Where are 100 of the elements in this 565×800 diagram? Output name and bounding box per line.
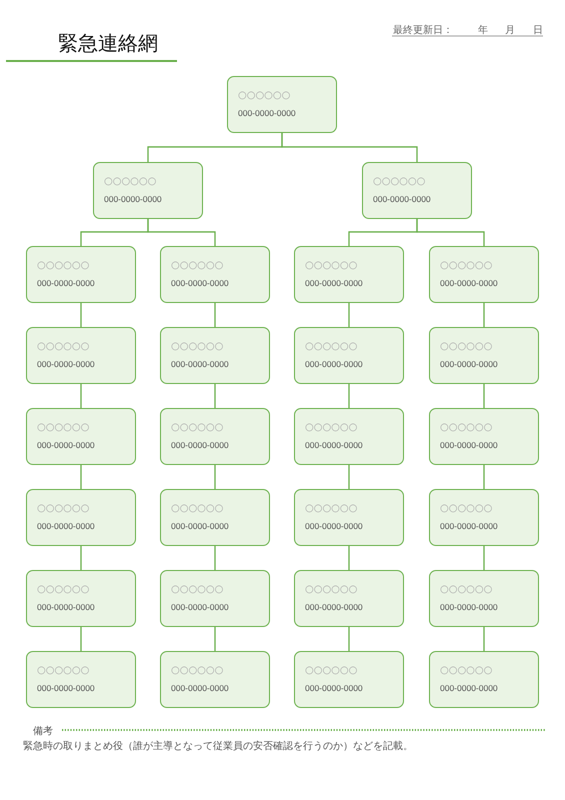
connector-line bbox=[348, 465, 350, 489]
contact-card bbox=[429, 489, 539, 546]
name-field: ○○○○○○ bbox=[171, 422, 224, 433]
connector-line bbox=[483, 384, 485, 408]
name-field: ○○○○○○ bbox=[440, 341, 492, 352]
contact-card bbox=[160, 651, 270, 708]
contact-card bbox=[227, 76, 337, 133]
connector-line bbox=[80, 384, 82, 408]
remarks-label: 備考 bbox=[33, 724, 53, 738]
phone-number: 000-0000-0000 bbox=[305, 683, 363, 693]
contact-card bbox=[160, 408, 270, 465]
phone-number: 000-0000-0000 bbox=[440, 278, 498, 288]
name-field: ○○○○○○ bbox=[37, 503, 90, 514]
name-field: ○○○○○○ bbox=[37, 422, 90, 433]
connector-line bbox=[80, 546, 82, 570]
name-field: ○○○○○○ bbox=[37, 260, 90, 271]
name-field: ○○○○○○ bbox=[440, 260, 492, 271]
name-field: ○○○○○○ bbox=[305, 584, 358, 595]
connector-line bbox=[214, 465, 216, 489]
date-unit: 月 bbox=[505, 24, 515, 37]
contact-card bbox=[294, 489, 404, 546]
phone-number: 000-0000-0000 bbox=[305, 440, 363, 450]
connector-line bbox=[80, 627, 82, 651]
contact-card bbox=[294, 327, 404, 384]
name-field: ○○○○○○ bbox=[305, 260, 358, 271]
phone-number: 000-0000-0000 bbox=[171, 278, 229, 288]
name-field: ○○○○○○ bbox=[37, 584, 90, 595]
phone-number: 000-0000-0000 bbox=[440, 602, 498, 612]
contact-card bbox=[160, 327, 270, 384]
contact-card bbox=[294, 246, 404, 303]
name-field: ○○○○○○ bbox=[37, 665, 90, 676]
contact-card bbox=[294, 651, 404, 708]
name-field: ○○○○○○ bbox=[305, 341, 358, 352]
contact-card bbox=[294, 570, 404, 627]
connector-line bbox=[80, 465, 82, 489]
phone-number: 000-0000-0000 bbox=[171, 602, 229, 612]
phone-number: 000-0000-0000 bbox=[440, 359, 498, 369]
phone-number: 000-0000-0000 bbox=[440, 683, 498, 693]
name-field: ○○○○○○ bbox=[37, 341, 90, 352]
contact-card bbox=[429, 327, 539, 384]
name-field: ○○○○○○ bbox=[440, 665, 492, 676]
last-updated-label: 最終更新日： bbox=[393, 24, 453, 37]
connector-line bbox=[348, 384, 350, 408]
phone-number: 000-0000-0000 bbox=[171, 683, 229, 693]
name-field: ○○○○○○ bbox=[171, 260, 224, 271]
contact-card bbox=[26, 570, 136, 627]
phone-number: 000-0000-0000 bbox=[305, 359, 363, 369]
name-field: ○○○○○○ bbox=[440, 503, 492, 514]
name-field: ○○○○○○ bbox=[440, 422, 492, 433]
contact-card bbox=[429, 570, 539, 627]
name-field: ○○○○○○ bbox=[305, 665, 358, 676]
name-field: ○○○○○○ bbox=[305, 422, 358, 433]
connector-line bbox=[483, 546, 485, 570]
connector-line bbox=[281, 133, 418, 162]
phone-number: 000-0000-0000 bbox=[171, 521, 229, 531]
contact-card bbox=[26, 489, 136, 546]
name-field: ○○○○○○ bbox=[305, 503, 358, 514]
contact-card bbox=[160, 570, 270, 627]
connector-line bbox=[214, 546, 216, 570]
contact-card bbox=[429, 408, 539, 465]
phone-number: 000-0000-0000 bbox=[37, 359, 95, 369]
name-field: ○○○○○○ bbox=[171, 341, 224, 352]
phone-number: 000-0000-0000 bbox=[37, 602, 95, 612]
name-field: ○○○○○○ bbox=[171, 665, 224, 676]
phone-number: 000-0000-0000 bbox=[440, 521, 498, 531]
contact-card bbox=[429, 651, 539, 708]
connector-line bbox=[214, 384, 216, 408]
date-unit: 年 bbox=[478, 24, 488, 37]
contact-card bbox=[26, 408, 136, 465]
phone-number: 000-0000-0000 bbox=[171, 440, 229, 450]
phone-number: 000-0000-0000 bbox=[305, 521, 363, 531]
phone-number: 000-0000-0000 bbox=[373, 194, 431, 204]
connector-line bbox=[214, 303, 216, 327]
note-text: 緊急時の取りまとめ役（誰が主導となって従業員の安否確認を行うのか）などを記載。 bbox=[23, 740, 413, 753]
phone-number: 000-0000-0000 bbox=[305, 278, 363, 288]
name-field: ○○○○○○ bbox=[171, 584, 224, 595]
name-field: ○○○○○○ bbox=[238, 90, 290, 101]
contact-card bbox=[93, 162, 203, 219]
connector-line bbox=[147, 219, 216, 246]
phone-number: 000-0000-0000 bbox=[37, 440, 95, 450]
contact-card bbox=[26, 327, 136, 384]
connector-line bbox=[416, 219, 485, 246]
connector-line bbox=[483, 627, 485, 651]
contact-card bbox=[362, 162, 472, 219]
connector-line bbox=[483, 303, 485, 327]
connector-line bbox=[348, 303, 350, 327]
phone-number: 000-0000-0000 bbox=[440, 440, 498, 450]
name-field: ○○○○○○ bbox=[440, 584, 492, 595]
title: 緊急連絡網 bbox=[58, 30, 158, 57]
name-field: ○○○○○○ bbox=[104, 176, 156, 187]
contact-card bbox=[160, 246, 270, 303]
phone-number: 000-0000-0000 bbox=[37, 683, 95, 693]
phone-number: 000-0000-0000 bbox=[104, 194, 162, 204]
name-field: ○○○○○○ bbox=[373, 176, 426, 187]
phone-number: 000-0000-0000 bbox=[238, 108, 296, 118]
contact-card bbox=[429, 246, 539, 303]
phone-number: 000-0000-0000 bbox=[305, 602, 363, 612]
contact-card bbox=[26, 246, 136, 303]
date-unit: 日 bbox=[533, 24, 543, 37]
contact-card bbox=[26, 651, 136, 708]
